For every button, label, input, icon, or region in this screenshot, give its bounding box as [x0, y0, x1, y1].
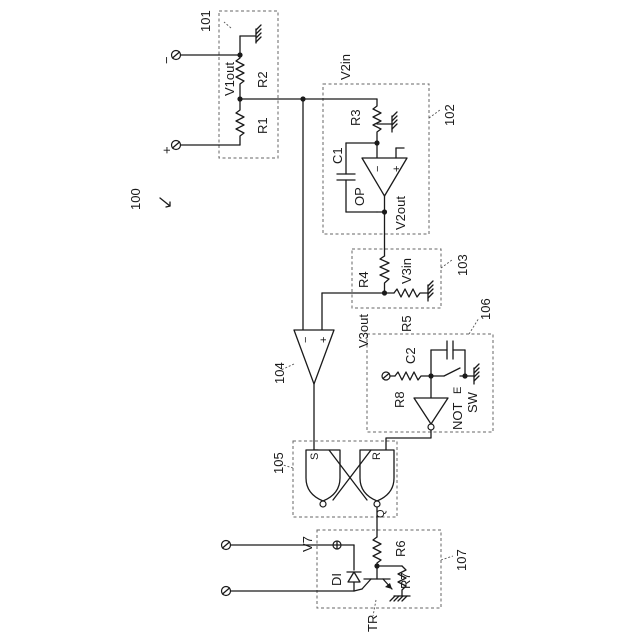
label-cmp-plus: +: [318, 337, 330, 343]
label-r6: R6: [393, 540, 408, 557]
nor-s-bubble: [320, 501, 326, 507]
label-v1out: V1out: [222, 62, 237, 96]
label-r7: R7: [398, 572, 413, 589]
label-block-103: 103: [455, 254, 470, 276]
label-op: OP: [352, 187, 367, 206]
label-cmp-minus: −: [300, 337, 312, 343]
label-r2: R2: [255, 71, 270, 88]
transistor-tr: [362, 579, 392, 589]
label-r8: R8: [392, 391, 407, 408]
label-v3out: V3out: [356, 314, 371, 348]
label-not: NOT: [450, 403, 465, 431]
resistor-r3: [373, 99, 381, 143]
switch-sw[interactable]: [444, 368, 460, 376]
ground-101: [256, 25, 261, 43]
junction-r2-top: [237, 52, 242, 57]
label-c1: C1: [330, 147, 345, 164]
label-op-minus: −: [372, 166, 384, 172]
ground-102: [392, 112, 397, 132]
resistor-r1: [236, 99, 244, 145]
label-v3in: V3in: [399, 258, 414, 284]
terminal-out-high[interactable]: [222, 541, 231, 550]
label-pin-s: S: [309, 453, 321, 460]
resistor-r4: [380, 256, 389, 293]
junction-106-gnd: [462, 373, 467, 378]
opamp-op: [362, 158, 407, 196]
ground-107: [390, 596, 410, 601]
label-di: DI: [329, 573, 344, 586]
label-terminal-minus: −: [159, 56, 174, 64]
diode-di: [347, 572, 361, 582]
label-v2out: V2out: [393, 196, 408, 230]
nor-r-bubble: [374, 501, 380, 507]
label-block-101: 101: [198, 10, 213, 32]
label-r3: R3: [348, 109, 363, 126]
v7-supply-icon: [333, 541, 341, 549]
label-op-plus: +: [391, 166, 403, 172]
label-block-104: 104: [272, 362, 287, 384]
resistor-r2: [236, 55, 244, 99]
not-gate: [414, 398, 448, 424]
leader-102: [429, 110, 440, 118]
ground-103: [428, 281, 433, 301]
leader-103: [441, 260, 452, 268]
wire-not-out: [386, 430, 431, 450]
label-r4: R4: [356, 271, 371, 288]
terminal-out-low[interactable]: [222, 587, 231, 596]
label-r1: R1: [255, 117, 270, 134]
label-e: E: [452, 387, 464, 394]
capacitor-c1: [337, 174, 355, 180]
capacitor-c2: [447, 341, 453, 359]
label-v7: V7: [300, 536, 315, 552]
leader-101: [224, 22, 231, 28]
resistor-r5: [394, 289, 428, 297]
label-v2in: V2in: [338, 54, 353, 80]
label-sw: SW: [465, 391, 480, 413]
label-r5: R5: [399, 315, 414, 332]
label-tr: TR: [365, 615, 380, 632]
terminal-r8-supply[interactable]: [382, 372, 390, 380]
figure-arrow: [160, 198, 170, 207]
label-pin-q: Q: [375, 509, 387, 518]
not-bubble: [428, 424, 434, 430]
label-terminal-plus: +: [159, 146, 174, 154]
leader-107: [441, 556, 453, 560]
ground-106: [474, 364, 479, 384]
label-c2: C2: [403, 347, 418, 364]
resistor-r6: [373, 537, 381, 566]
label-pin-r: R: [371, 452, 383, 460]
label-block-102: 102: [442, 104, 457, 126]
label-block-106: 106: [478, 298, 493, 320]
label-block-107: 107: [454, 549, 469, 571]
resistor-r8: [395, 372, 431, 380]
label-block-105: 105: [271, 452, 286, 474]
wire-di-collector: [354, 589, 362, 591]
figure-label: 100: [128, 188, 143, 210]
